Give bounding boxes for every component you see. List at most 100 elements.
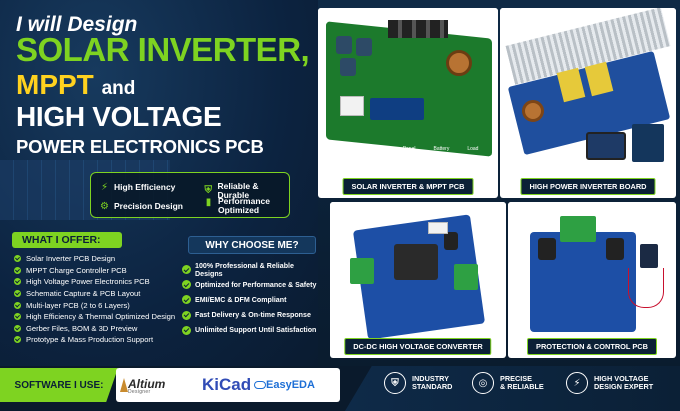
list-item: Gerber Files, BOM & 3D Preview xyxy=(14,323,194,335)
list-item: Multi-layer PCB (2 to 6 Layers) xyxy=(14,299,194,311)
list-item: Optimized for Performance & Safety xyxy=(182,277,322,292)
header-connector xyxy=(428,222,448,234)
check-icon xyxy=(14,301,21,309)
check-icon xyxy=(14,278,21,286)
check-icon xyxy=(14,290,21,298)
why-item-label: Unlimited Support Until Satisfaction xyxy=(195,326,317,335)
card-caption: PROTECTION & CONTROL PCB xyxy=(527,338,657,355)
offer-item-label: MPPT Charge Controller PCB xyxy=(26,265,127,275)
feature-label-line2: Optimized xyxy=(218,204,260,215)
why-choose-box: WHY CHOOSE ME? 100% Professional & Relia… xyxy=(182,236,322,346)
offer-title: WHAT I OFFER: xyxy=(12,232,122,248)
badge-line1: PRECISE xyxy=(500,373,533,383)
why-item-label: 100% Professional & Reliable Designs xyxy=(195,261,294,278)
card-dcdc-converter: DC-DC HIGH VOLTAGE CONVERTER xyxy=(330,202,506,358)
capacitor xyxy=(444,232,458,250)
terminal-block xyxy=(560,216,596,242)
features-box: ⚡ High Efficiency ⛨ Reliable & Durable ⚙… xyxy=(90,172,290,218)
offer-item-label: Prototype & Mass Production Support xyxy=(26,335,154,345)
headline-high-voltage: HIGH VOLTAGE xyxy=(16,101,222,132)
card-caption: SOLAR INVERTER & MPPT PCB xyxy=(342,178,474,195)
card-protection-control: PROTECTION & CONTROL PCB xyxy=(508,202,676,358)
capacitor xyxy=(336,36,352,54)
feature-precision: ⚙ Precision Design xyxy=(99,201,183,212)
shield-check-icon: ⛨ xyxy=(204,184,212,196)
pcb-silkscreen: Solar Panel Battery Load xyxy=(373,146,478,152)
check-icon xyxy=(182,280,191,290)
offer-item-label: Gerber Files, BOM & 3D Preview xyxy=(26,323,138,333)
headline-mppt-word: MPPT xyxy=(16,69,94,100)
headline-and-word: and xyxy=(101,78,136,99)
capacitor xyxy=(606,238,624,260)
cloud-icon xyxy=(254,381,266,389)
capacitor xyxy=(356,38,372,56)
capacitor xyxy=(340,58,356,76)
list-item: Schematic Capture & PCB Layout xyxy=(14,288,194,300)
target-icon: ◎ xyxy=(472,372,494,394)
lightning-icon: ⚡ xyxy=(566,372,588,394)
check-icon xyxy=(182,295,191,305)
list-item: Fast Delivery & On-time Response xyxy=(182,308,322,323)
silk-solar: Solar xyxy=(373,146,385,152)
check-icon xyxy=(182,265,191,275)
relay xyxy=(340,96,364,116)
badge-line2: & RELIABLE xyxy=(500,382,544,391)
offer-item-label: Solar Inverter PCB Design xyxy=(26,254,116,264)
headline-power-electronics: POWER ELECTRONICS PCB xyxy=(16,136,264,157)
feature-reliable: ⛨ Reliable & Durable xyxy=(203,182,289,199)
sensor-module xyxy=(640,244,658,268)
pcb-photo xyxy=(508,202,676,342)
why-title: WHY CHOOSE ME? xyxy=(188,236,316,254)
offer-item-label: Schematic Capture & PCB Layout xyxy=(26,289,141,299)
terminal-block xyxy=(350,258,374,284)
check-icon xyxy=(14,255,21,263)
gears-icon: ⚙ xyxy=(100,200,109,212)
badge-line2: DESIGN EXPERT xyxy=(594,382,654,391)
offer-item-label: High Voltage Power Electronics PCB xyxy=(26,277,150,287)
card-solar-inverter: Solar Panel Battery Load SOLAR INVERTER … xyxy=(318,8,498,198)
offer-list: Solar Inverter PCB Design MPPT Charge Co… xyxy=(14,253,194,346)
check-icon xyxy=(182,325,191,335)
list-item: Solar Inverter PCB Design xyxy=(14,253,194,265)
power-inductor xyxy=(394,244,438,280)
list-item: Unlimited Support Until Satisfaction xyxy=(182,323,322,338)
capacitor xyxy=(538,238,556,260)
left-panel: I will Design SOLAR INVERTER, MPPT and H… xyxy=(0,0,318,366)
offer-item-label: High Efficiency & Thermal Optimized Desi… xyxy=(26,312,176,322)
badge-precise-reliable: ◎ PRECISE& RELIABLE xyxy=(472,372,544,394)
list-item: High Efficiency & Thermal Optimized Desi… xyxy=(14,311,194,323)
inductor xyxy=(446,50,472,76)
silk-panel: Panel xyxy=(402,146,416,152)
easyeda-logo: EasyEDA xyxy=(266,379,315,391)
badge-line1: HIGH VOLTAGE xyxy=(594,373,649,383)
why-item-label: Optimized for Performance & Safety xyxy=(195,280,317,289)
feature-high-efficiency: ⚡ High Efficiency xyxy=(99,182,175,193)
inductor xyxy=(522,100,544,122)
feature-label-line1: Performance xyxy=(218,196,270,206)
altium-logo-icon xyxy=(120,378,128,392)
list-item: MPPT Charge Controller PCB xyxy=(14,265,194,277)
headline-intro: I will Design xyxy=(16,13,138,36)
sensor-wires xyxy=(628,268,664,308)
badge-text: PRECISE& RELIABLE xyxy=(500,373,544,391)
card-caption: HIGH POWER INVERTER BOARD xyxy=(520,178,656,195)
list-item: High Voltage Power Electronics PCB xyxy=(14,276,194,288)
why-item-label: EMI/EMC & DFM Compliant xyxy=(195,295,287,304)
display-module xyxy=(586,132,626,160)
feature-label: High Efficiency xyxy=(114,182,176,193)
headline-solar-inverter: SOLAR INVERTER, xyxy=(16,31,310,68)
check-icon xyxy=(182,310,191,320)
check-icon xyxy=(14,313,21,321)
card-inverter-board: HIGH POWER INVERTER BOARD xyxy=(500,8,676,198)
list-item: 100% Professional & Reliable Designs xyxy=(182,261,322,278)
offer-item-label: Multi-layer PCB (2 to 6 Layers) xyxy=(26,300,130,310)
check-icon xyxy=(14,336,21,344)
silk-load: Load xyxy=(467,146,479,152)
